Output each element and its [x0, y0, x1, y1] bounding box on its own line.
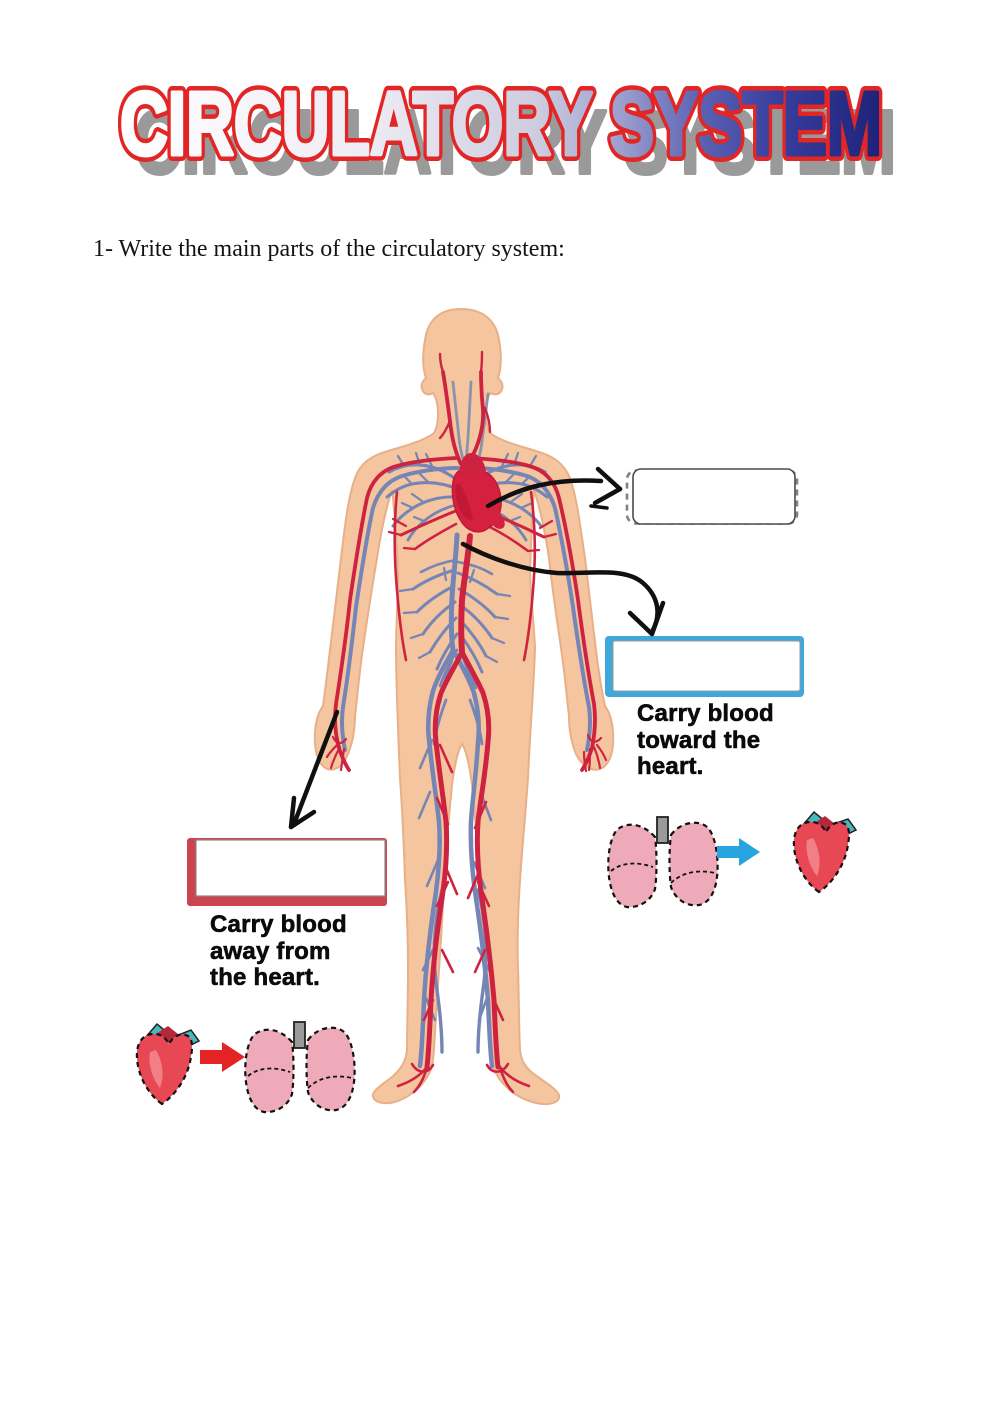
svg-text:CIRCULATORY SYSTEM: CIRCULATORY SYSTEM	[120, 75, 882, 175]
svg-text:CIRCULATORY SYSTEM: CIRCULATORY SYSTEM	[134, 93, 896, 193]
svg-text:CIRCULATORY SYSTEM: CIRCULATORY SYSTEM	[120, 75, 882, 175]
